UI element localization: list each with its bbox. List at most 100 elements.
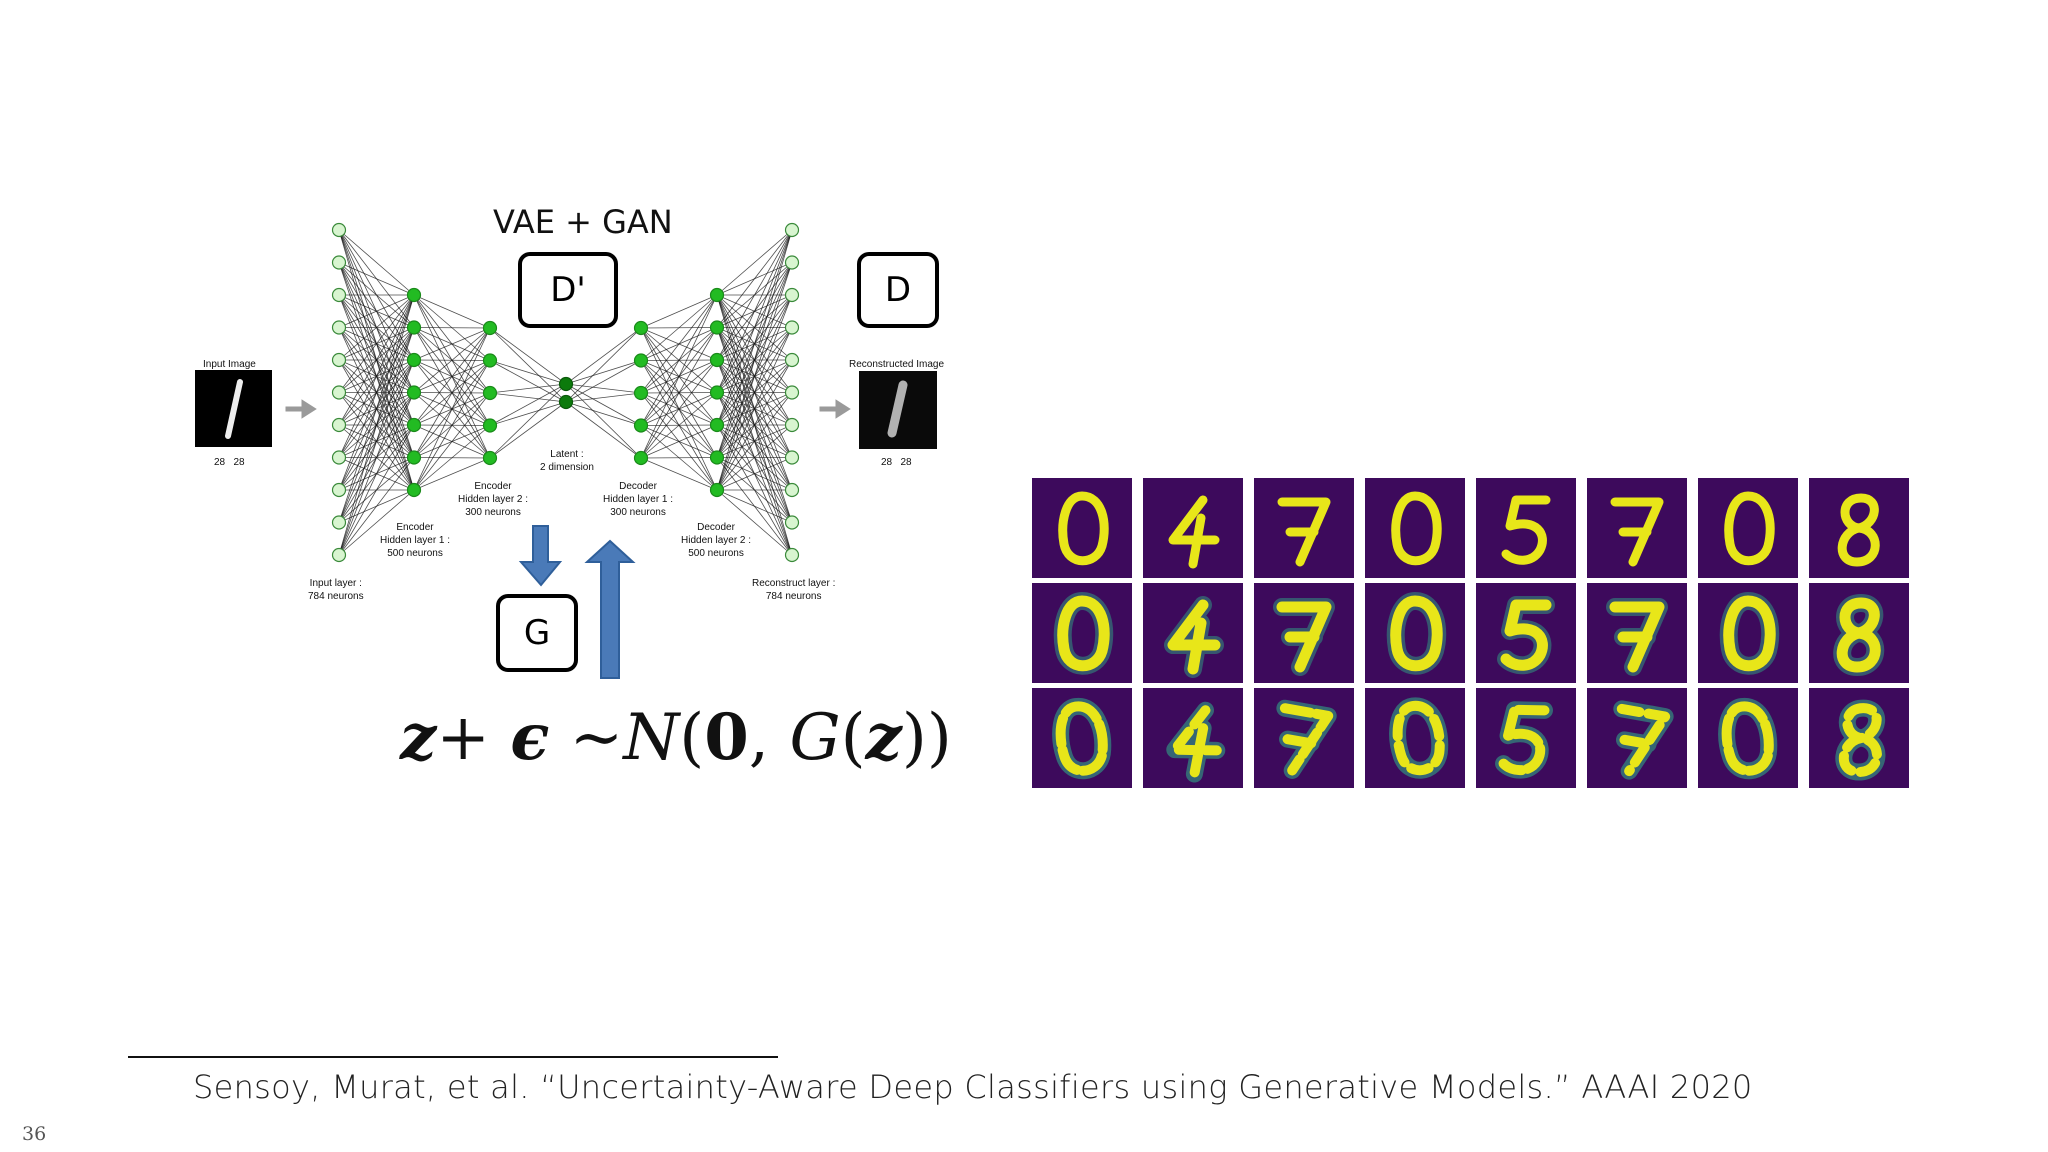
network-edge bbox=[489, 383, 567, 426]
digit-tile bbox=[1809, 688, 1909, 788]
network-edge bbox=[338, 294, 415, 426]
digit-tile bbox=[1254, 478, 1354, 578]
network-edge bbox=[338, 262, 415, 296]
enc1-line1: Encoder bbox=[396, 522, 434, 533]
digit-tile bbox=[1032, 583, 1132, 683]
network-edge bbox=[716, 229, 793, 328]
neuron-node bbox=[709, 482, 725, 498]
dec1-line1: Decoder bbox=[619, 481, 657, 492]
network-edge bbox=[338, 489, 415, 556]
neuron-node bbox=[709, 417, 725, 433]
neuron-node bbox=[406, 287, 422, 303]
neuron-node bbox=[784, 417, 800, 433]
neuron-node bbox=[406, 450, 422, 465]
neuron-node bbox=[558, 376, 574, 392]
digit-tile bbox=[1032, 688, 1132, 788]
enc1-line2: Hidden layer 1 : bbox=[380, 535, 451, 546]
dec2-line3: 500 neurons bbox=[688, 548, 744, 559]
latent-line2: 2 dimension bbox=[540, 462, 594, 473]
network-edge bbox=[338, 392, 415, 556]
network-edge bbox=[640, 294, 718, 361]
network-edge bbox=[640, 327, 718, 459]
dec2-line2: Hidden layer 2 : bbox=[681, 535, 752, 546]
network-edge bbox=[565, 401, 642, 459]
network-edge bbox=[716, 359, 793, 491]
network-edge bbox=[489, 327, 567, 403]
output-dim-label: 28 28 bbox=[881, 457, 912, 468]
recon-line1: Reconstruct layer : bbox=[752, 578, 836, 589]
network-edge bbox=[640, 457, 718, 491]
digit-image bbox=[1698, 478, 1798, 578]
neuron-node bbox=[406, 417, 422, 433]
network-edge bbox=[640, 424, 718, 459]
digit-image bbox=[1476, 478, 1576, 578]
digit-tile bbox=[1143, 478, 1243, 578]
neuron-node bbox=[709, 287, 725, 303]
neuron-node bbox=[784, 482, 800, 498]
neuron-node bbox=[406, 320, 422, 335]
digit-tile bbox=[1587, 688, 1687, 788]
dec2-line1: Decoder bbox=[697, 522, 735, 533]
neuron-node bbox=[633, 450, 649, 466]
footnote-divider bbox=[128, 1056, 778, 1058]
digit-tile bbox=[1254, 583, 1354, 683]
network-edge bbox=[338, 229, 415, 296]
neuron-node bbox=[784, 287, 800, 303]
digit-tile bbox=[1809, 478, 1909, 578]
network-edge bbox=[489, 383, 567, 394]
network-edge bbox=[716, 229, 793, 458]
neuron-node bbox=[784, 222, 800, 238]
network-edge bbox=[489, 327, 567, 385]
neuron-node bbox=[482, 385, 498, 401]
network-edge bbox=[338, 294, 415, 491]
network-edge bbox=[565, 327, 642, 403]
neuron-node bbox=[331, 385, 347, 400]
input-dim-label: 28 28 bbox=[214, 457, 245, 468]
output-arrow bbox=[819, 399, 851, 419]
formula-tilde: ∼ bbox=[569, 701, 624, 775]
digit-image bbox=[1587, 583, 1687, 683]
network-edge bbox=[716, 229, 793, 491]
digit-tile bbox=[1698, 478, 1798, 578]
network-edge bbox=[716, 262, 793, 491]
digit-tile bbox=[1809, 583, 1909, 683]
neuron-node bbox=[331, 417, 347, 433]
network-edge bbox=[565, 360, 642, 403]
network-edge bbox=[716, 392, 793, 491]
network-edge bbox=[413, 360, 491, 491]
slide-title: VAE + GAN bbox=[493, 203, 673, 241]
network-edge bbox=[640, 392, 718, 459]
formula-g: G bbox=[789, 701, 841, 775]
digit-image bbox=[1032, 688, 1132, 788]
up-arrow-from-g bbox=[584, 539, 636, 679]
neuron-node bbox=[784, 547, 800, 563]
input-arrow bbox=[285, 399, 317, 419]
network-edge bbox=[716, 489, 793, 523]
network-edge bbox=[413, 457, 491, 491]
neuron-node bbox=[406, 482, 422, 498]
network-edge bbox=[489, 401, 567, 459]
digit-tile bbox=[1587, 478, 1687, 578]
input-image-label: Input Image bbox=[203, 359, 256, 370]
network-edge bbox=[565, 392, 642, 403]
network-edge bbox=[640, 294, 718, 459]
digit-tile bbox=[1476, 688, 1576, 788]
network-edge bbox=[565, 383, 642, 459]
digit-image bbox=[1254, 583, 1354, 683]
digit-image bbox=[1587, 688, 1687, 788]
neuron-node bbox=[633, 385, 649, 401]
digit-image bbox=[1809, 478, 1909, 578]
digit-image bbox=[1032, 583, 1132, 683]
neuron-node bbox=[709, 352, 725, 368]
network-edge bbox=[413, 425, 491, 491]
encoder-hidden1-label: Encoder Hidden layer 1 : 500 neurons bbox=[380, 521, 450, 560]
neuron-node bbox=[633, 320, 649, 336]
network-edge bbox=[489, 360, 567, 403]
network-edge bbox=[338, 294, 415, 361]
reconstructed-digit-stroke bbox=[887, 380, 908, 438]
decoder-hidden2-label: Decoder Hidden layer 2 : 500 neurons bbox=[681, 521, 751, 560]
formula-z: z bbox=[400, 700, 437, 775]
neuron-node bbox=[482, 450, 498, 466]
digit-tile bbox=[1143, 583, 1243, 683]
input-layer-label: Input layer : 784 neurons bbox=[308, 577, 364, 603]
